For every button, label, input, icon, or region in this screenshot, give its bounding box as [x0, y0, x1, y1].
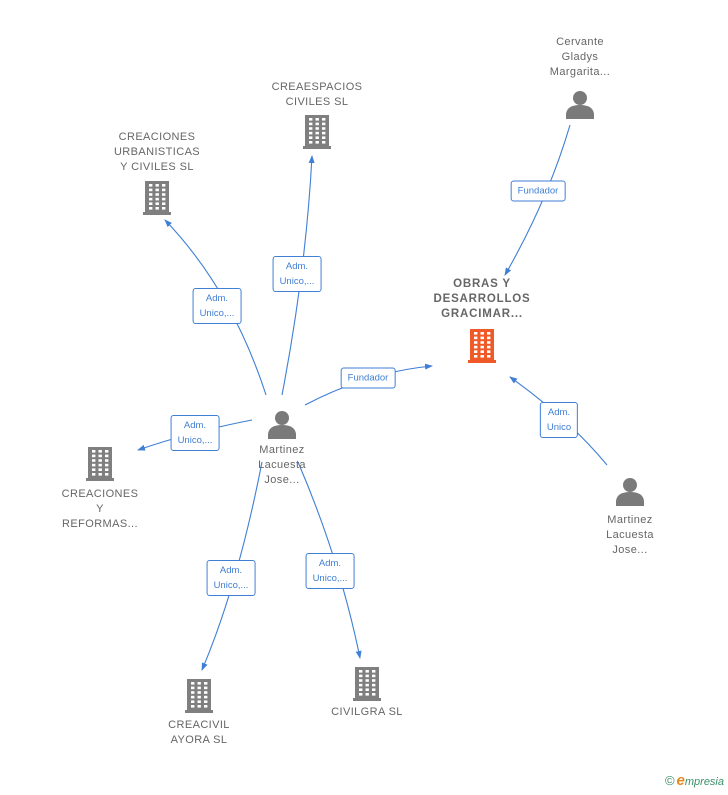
- edge-label-e2[interactable]: Adm. Unico,...: [192, 288, 242, 324]
- building-icon[interactable]: [353, 667, 381, 701]
- node-label-martinez-main[interactable]: Martinez Lacuesta Jose...: [258, 444, 306, 486]
- node-label-civilgra[interactable]: CIVILGRA SL: [331, 706, 403, 718]
- node-label-obras[interactable]: OBRAS Y DESARROLLOS GRACIMAR...: [433, 278, 531, 320]
- node-label-creaespacios[interactable]: CREAESPACIOS CIVILES SL: [271, 81, 363, 108]
- edge-label-e1[interactable]: Adm. Unico,...: [272, 256, 322, 292]
- person-icon[interactable]: [616, 478, 644, 506]
- building-icon[interactable]: [86, 447, 114, 481]
- brand-initial: e: [676, 772, 685, 789]
- brand-name: mpresia: [684, 776, 724, 788]
- building-icon[interactable]: [143, 181, 171, 215]
- node-label-creaciones-urb[interactable]: CREACIONES URBANISTICAS Y CIVILES SL: [113, 131, 201, 173]
- person-icon[interactable]: [268, 411, 296, 439]
- person-icon[interactable]: [566, 91, 594, 119]
- node-label-creaciones-ref[interactable]: CREACIONES Y REFORMAS...: [61, 488, 139, 530]
- edge-label-e4[interactable]: Fundador: [340, 367, 396, 389]
- copyright-symbol: ©: [664, 773, 675, 788]
- empresia-watermark: ©empresia: [665, 772, 724, 789]
- building-icon[interactable]: [303, 115, 331, 149]
- edge-label-e8[interactable]: Adm. Unico,...: [305, 553, 355, 589]
- node-label-creacivil[interactable]: CREACIVIL AYORA SL: [168, 719, 230, 746]
- edge-label-e6[interactable]: Adm. Unico: [539, 402, 579, 438]
- node-label-martinez-2[interactable]: Martinez Lacuesta Jose...: [606, 514, 654, 556]
- building-icon[interactable]: [468, 329, 496, 363]
- building-icon[interactable]: [185, 679, 213, 713]
- node-label-cervante[interactable]: Cervante Gladys Margarita...: [549, 36, 611, 78]
- edge-label-e3[interactable]: Fundador: [510, 180, 566, 202]
- edge-label-e7[interactable]: Adm. Unico,...: [206, 560, 256, 596]
- edge-label-e5[interactable]: Adm. Unico,...: [170, 415, 220, 451]
